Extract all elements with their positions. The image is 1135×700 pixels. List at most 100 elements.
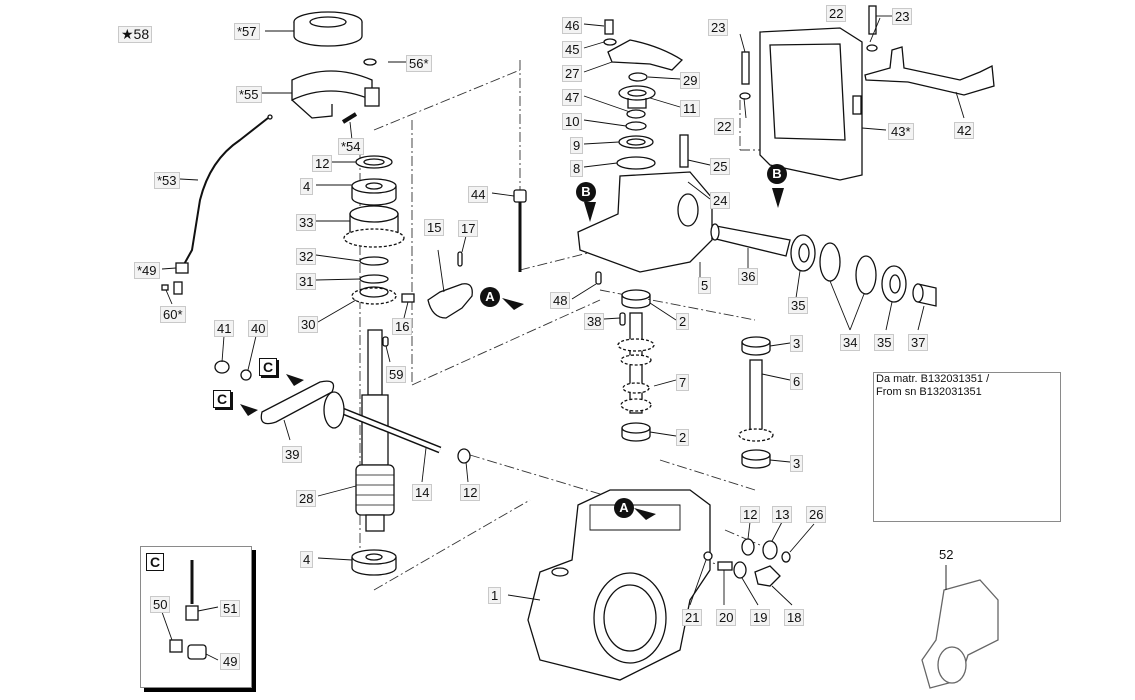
callout-a: A (614, 498, 634, 518)
part-label-33: 33 (296, 214, 317, 231)
part-label-41: 41 (214, 320, 235, 337)
part-label-46: 46 (562, 17, 583, 34)
part-label-30: 30 (298, 316, 319, 333)
part-32-ring (359, 256, 389, 266)
part-22-washer-b (866, 44, 878, 52)
part-45-washer (603, 38, 617, 46)
part-label-32: 32 (296, 248, 317, 265)
callout-b: B (767, 164, 787, 184)
part-label-10: 10 (562, 113, 583, 130)
part-label-9: 9 (570, 137, 584, 154)
arrow-a-1 (502, 298, 524, 310)
detail-inset-c: C (140, 546, 252, 688)
part-label-26: 26 (806, 506, 827, 523)
part-label-59: 59 (386, 366, 407, 383)
part-label-22: 22 (714, 118, 735, 135)
part-label-35: 35 (788, 297, 809, 314)
part-label-45: 45 (562, 41, 583, 58)
part-label-23: 23 (708, 19, 729, 36)
part-16-key (401, 293, 415, 303)
part-label-15: 15 (424, 219, 445, 236)
part-31-ring (359, 274, 389, 284)
part-54-spring (341, 112, 358, 124)
part-5-upper-housing (577, 171, 713, 273)
arrow-b-1 (584, 202, 596, 222)
cable-end (267, 114, 273, 120)
part-label-49: 49 (220, 653, 241, 670)
part-label-8: 8 (570, 160, 584, 177)
part-label-18: 18 (784, 609, 805, 626)
part-label-20: 20 (716, 609, 737, 626)
part-23-bolt-a (741, 51, 750, 85)
part-7-gear-shaft (617, 312, 655, 414)
part-12-seal-mid (457, 448, 471, 464)
part-12-seal-top (355, 155, 393, 169)
part-label-50: 50 (150, 596, 171, 613)
part-label-4: 4 (300, 551, 314, 568)
part-label-51: 51 (220, 600, 241, 617)
part-10-seal (625, 121, 647, 131)
part-27-cover (607, 39, 684, 71)
part-label-39: 39 (282, 446, 303, 463)
part-label-5: 5 (698, 277, 712, 294)
part-50-screw (169, 639, 183, 653)
part-51-ferrule (185, 605, 199, 621)
part-label-35: 35 (874, 334, 895, 351)
housing-bore (677, 193, 699, 227)
inset-c-letter: C (146, 553, 165, 571)
part-label-12: 12 (312, 155, 333, 172)
part-56-clip (363, 58, 377, 66)
part-40-washer (240, 369, 252, 381)
part-28-worm-shaft (355, 329, 395, 532)
part-label-16: 16 (392, 318, 413, 335)
part-label-31: 31 (296, 273, 317, 290)
part-52-complete-gearbox (921, 579, 999, 689)
part-label-34: 34 (840, 334, 861, 351)
part-label-25: 25 (710, 158, 731, 175)
arrow-c-2 (240, 404, 258, 416)
part-12-seal-right (741, 538, 755, 556)
part-47-ring (626, 109, 646, 119)
part-42-bracket (864, 46, 995, 96)
part-19-oring (733, 561, 747, 579)
callout-c: C (213, 390, 232, 408)
part-label-56: 56* (406, 55, 432, 72)
part-35-bearing-a (790, 234, 816, 272)
part-label-11: 11 (680, 100, 700, 117)
part-9-bearing (618, 135, 654, 149)
part-label-36: 36 (738, 268, 759, 285)
arrow-a-2 (634, 508, 656, 520)
part-55-brake-band (291, 70, 380, 119)
part-57-brake-drum (293, 11, 363, 47)
part-2-bearing-top (621, 289, 651, 309)
part-label-13: 13 (772, 506, 793, 523)
part-4-bearing-bottom (351, 549, 397, 576)
part-label-57: *57 (234, 23, 260, 40)
part-label-14: 14 (412, 484, 433, 501)
part-label-37: 37 (908, 334, 929, 351)
part-17-pin (457, 251, 463, 267)
arrow-c-1 (286, 374, 304, 386)
part-39-plate (260, 380, 335, 425)
part-label-29: 29 (680, 72, 701, 89)
part-label-2: 2 (676, 313, 690, 330)
part-60-screw (161, 284, 169, 291)
part-label-3: 3 (790, 455, 804, 472)
part-8-oring (616, 156, 656, 170)
callout-b: B (576, 182, 596, 202)
part-label-28: 28 (296, 490, 317, 507)
part-label-4: 4 (300, 178, 314, 195)
part-29-ring (628, 72, 648, 82)
part-60-clamp (173, 281, 183, 295)
part-label-38: 38 (584, 313, 605, 330)
part-43-frame (759, 27, 863, 181)
part-4-bearing-top (351, 178, 397, 206)
callout-a: A (480, 287, 500, 307)
part-41-screw (214, 360, 230, 374)
part-label-21: 21 (682, 609, 703, 626)
callout-c: C (259, 358, 278, 376)
part-label-49: *49 (134, 262, 160, 279)
part-3-bearing-top (741, 336, 771, 356)
part-label-44: 44 (468, 186, 489, 203)
part-36-shaft (711, 225, 791, 257)
